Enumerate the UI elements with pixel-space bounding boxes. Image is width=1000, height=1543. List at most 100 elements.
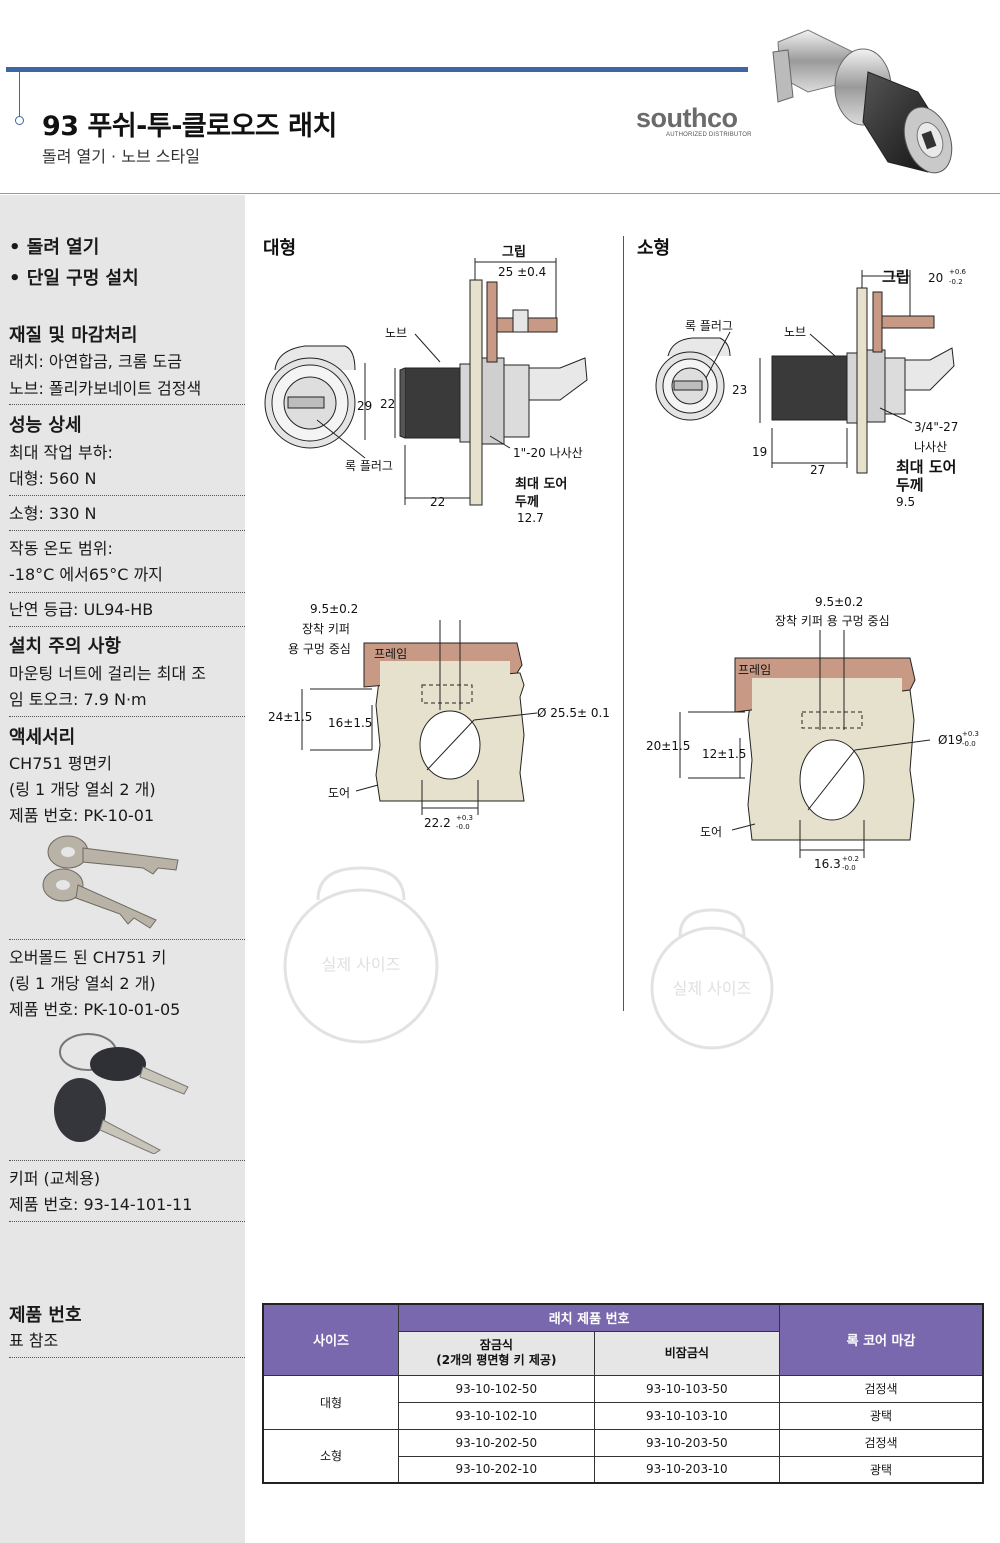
nonlocking-cell: 93-10-103-50 — [593, 1374, 781, 1403]
divider — [9, 495, 245, 496]
small-dim-23: 23 — [732, 383, 747, 397]
divider — [9, 1221, 245, 1222]
large-nut: 1"-20 나사산 — [513, 446, 583, 460]
actual-size-text: 실제 사이즈 — [673, 979, 752, 998]
table-row: 93-10-102-10 93-10-103-10 광택 — [263, 1401, 984, 1430]
divider — [9, 530, 245, 531]
install-text: 마운팅 너트에 걸리는 최대 조 임 토오크: 7.9 N·m — [9, 664, 206, 709]
finish-cell: 광택 — [779, 1455, 984, 1484]
small-grip: 그립 — [882, 268, 910, 286]
nonlocking-cell: 93-10-203-50 — [593, 1428, 781, 1457]
finish-cell: 검정색 — [779, 1428, 984, 1457]
large-tol-minus: -0.0 — [456, 823, 470, 831]
small-door: 도어 — [700, 825, 722, 839]
large-lock-plug: 록 플러그 — [345, 459, 393, 473]
large-dim-29: 29 — [357, 399, 372, 413]
large-dim-24: 24±1.5 — [268, 710, 312, 724]
page-title: 93 푸쉬-투-클로오즈 래치 — [42, 111, 337, 142]
small-knob: 노브 — [784, 325, 806, 339]
accessory-flat-key: CH751 평면키 (링 1 개당 열쇠 2 개) 제품 번호: PK-10-0… — [9, 754, 156, 825]
size-cell: 대형 — [262, 1374, 400, 1430]
col-nonlocking-header: 비잠금식 — [593, 1330, 781, 1376]
col-finish-header: 록 코어 마감 — [779, 1303, 984, 1376]
large-grip-value: 25 ±0.4 — [498, 265, 546, 279]
small-dia-tol-plus: +0.3 — [962, 730, 979, 738]
small-grip-value: 20 — [928, 271, 943, 285]
part-number-heading: 제품 번호 — [9, 1305, 82, 1326]
col-locking-sub: (2개의 평면형 키 제공) — [436, 1353, 557, 1367]
material-heading: 재질 및 마감처리 — [9, 325, 138, 346]
small-dia: Ø19 — [938, 733, 963, 747]
small-side-drawing: 그립 20 +0.6 -0.2 록 플러그 노브 23 19 27 3/4"-2… — [655, 268, 967, 509]
divider — [9, 626, 245, 627]
actual-size-large: 실제 사이즈 — [283, 866, 439, 1044]
divider — [9, 1160, 245, 1161]
locking-cell: 93-10-102-10 — [398, 1401, 595, 1430]
accessory-overmold-key: 오버몰드 된 CH751 키 (링 1 개당 열쇠 2 개) 제품 번호: PK… — [9, 948, 181, 1019]
small-grip-tol-plus: +0.6 — [949, 268, 967, 276]
load-label: 최대 작업 부하: — [9, 443, 113, 462]
product-photo — [772, 29, 953, 174]
divider — [9, 1357, 245, 1358]
large-knob: 노브 — [385, 326, 407, 340]
feature-text: 단일 구멍 설치 — [26, 268, 139, 289]
feature-bullet: • 돌려 열기 — [9, 237, 100, 258]
col-latch-header: 래치 제품 번호 — [398, 1303, 781, 1332]
finish-cell: 광택 — [779, 1401, 984, 1430]
nonlocking-cell: 93-10-203-10 — [593, 1455, 781, 1484]
small-thickness: 두께 — [896, 476, 924, 494]
large-label: 대형 — [263, 238, 297, 259]
brand-sub: AUTHORIZED DISTRIBUTOR — [666, 132, 752, 138]
actual-size-text: 실제 사이즈 — [322, 955, 401, 974]
small-thread: 3/4"-27 — [914, 420, 958, 434]
small-label: 소형 — [637, 238, 671, 259]
col-locking-label: 잠금식 — [479, 1338, 513, 1352]
load-small: 소형: 330 N — [9, 504, 97, 523]
overmold-key-image — [54, 1033, 189, 1154]
large-dim-width: 22.2 — [424, 816, 451, 830]
feature-bullet: • 단일 구멍 설치 — [9, 268, 139, 289]
small-grip-tol-minus: -0.2 — [949, 278, 963, 286]
temp-label: 작동 온도 범위: — [9, 539, 113, 558]
flame-rating: 난연 등급: UL94-HB — [9, 600, 154, 619]
small-hole-center-text: 장착 키퍼 용 구멍 중심 — [775, 614, 890, 628]
divider — [9, 592, 245, 593]
small-dim-19: 19 — [752, 445, 767, 459]
large-door: 도어 — [328, 786, 350, 800]
large-side-drawing: 그립 25 ±0.4 노브 29 22 록 플러그 1"-20 나사산 22 최… — [264, 245, 588, 525]
install-heading: 설치 주의 사항 — [9, 636, 121, 657]
table-row: 소형 93-10-202-50 93-10-203-50 검정색 — [262, 1428, 984, 1484]
divider — [9, 716, 245, 717]
divider — [9, 939, 245, 940]
locking-cell: 93-10-202-10 — [398, 1455, 595, 1484]
locking-cell: 93-10-202-50 — [398, 1428, 595, 1457]
large-dim-16: 16±1.5 — [328, 716, 372, 730]
finish-cell: 검정색 — [779, 1374, 984, 1403]
header-dot — [15, 116, 24, 125]
sidebar — [0, 195, 245, 1543]
accessories-heading: 액세서리 — [9, 727, 76, 748]
material-line: 노브: 폴리카보네이트 검정색 — [9, 379, 202, 398]
table-row: 대형 93-10-102-50 93-10-103-50 검정색 — [262, 1374, 984, 1430]
small-hole-center-dim: 9.5±0.2 — [815, 595, 863, 609]
small-tol-minus: -0.0 — [842, 864, 856, 872]
large-tol-plus: +0.3 — [456, 814, 473, 822]
large-hole-center-dim: 9.5±0.2 — [310, 602, 358, 616]
flat-key-image — [42, 835, 179, 929]
large-frame: 프레임 — [374, 647, 407, 661]
large-thickness: 두께 — [515, 495, 539, 510]
col-locking-header: 잠금식 (2개의 평면형 키 제공) — [398, 1330, 595, 1376]
part-number-table: 사이즈 래치 제품 번호 록 코어 마감 잠금식 (2개의 평면형 키 제공) … — [262, 1303, 984, 1484]
load-large: 대형: 560 N — [9, 469, 97, 488]
accessory-keeper: 키퍼 (교체용) 제품 번호: 93-14-101-11 — [9, 1169, 193, 1214]
size-cell: 소형 — [262, 1428, 400, 1484]
material-line: 래치: 아연합금, 크롬 도금 — [9, 352, 182, 371]
large-max-door: 최대 도어 — [515, 476, 567, 492]
large-grip: 그립 — [502, 245, 526, 260]
small-tol-plus: +0.2 — [842, 855, 859, 863]
header-rule — [6, 67, 748, 72]
small-thickness-value: 9.5 — [896, 495, 915, 509]
header-tick — [19, 72, 20, 118]
small-dim-27: 27 — [810, 463, 825, 477]
temp-value: -18°C 에서65°C 까지 — [9, 565, 163, 584]
